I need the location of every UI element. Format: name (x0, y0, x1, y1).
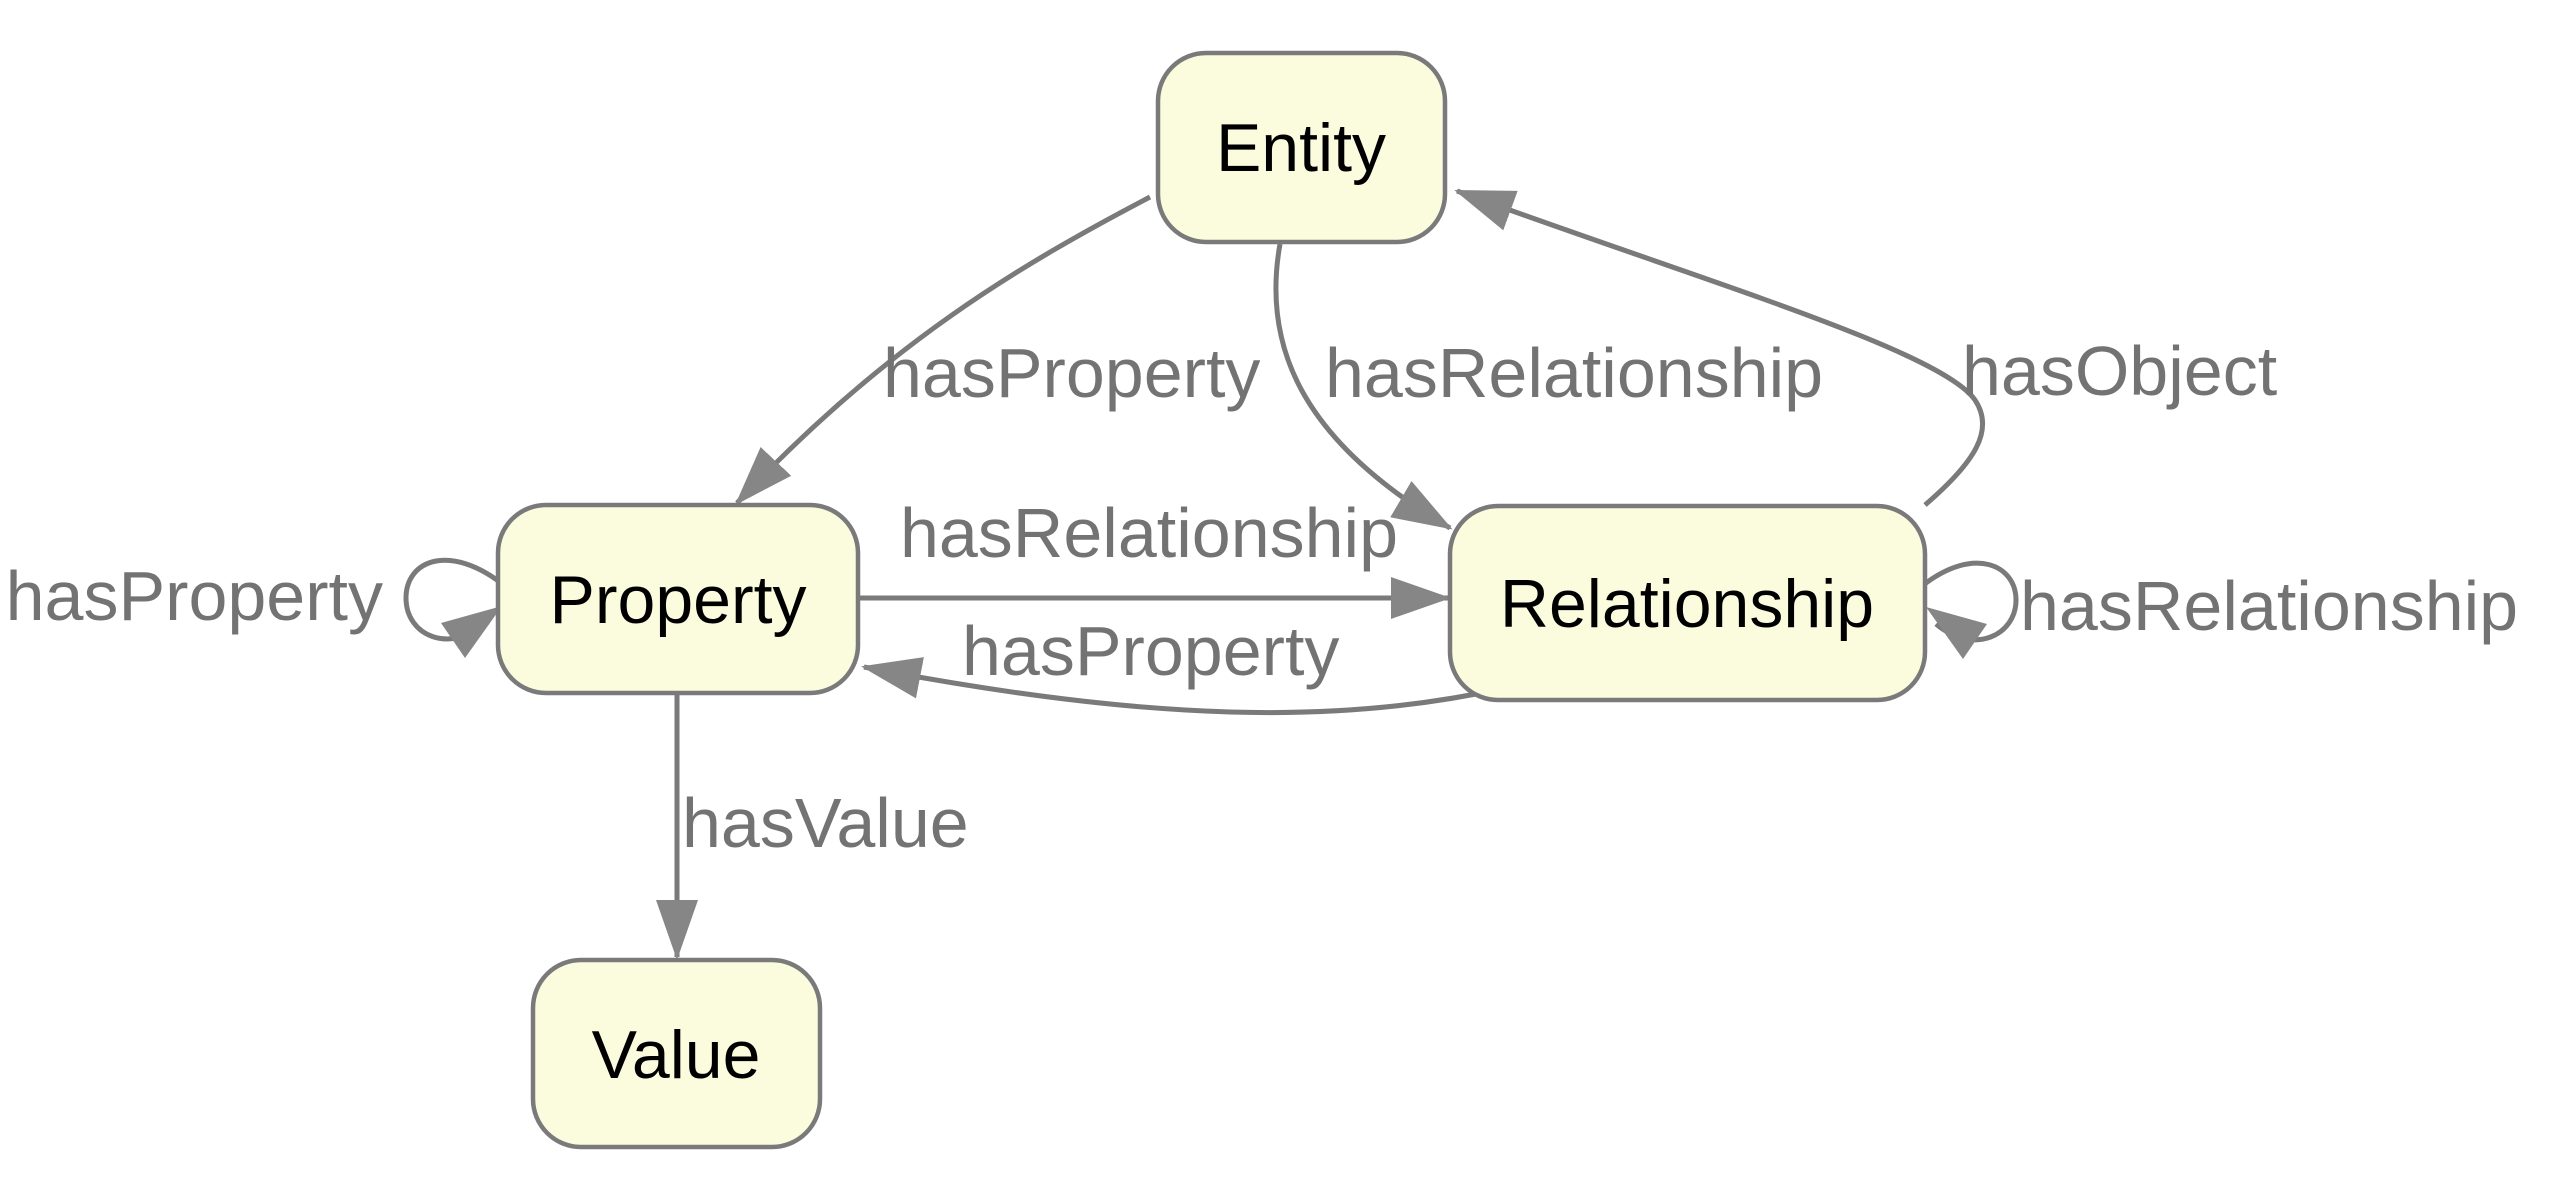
node-entity-label: Entity (1216, 110, 1386, 186)
edge-label-hasvalue: hasValue (682, 784, 969, 862)
edge-label-hasproperty-selfloop: hasProperty (6, 557, 383, 635)
edge-label-hasproperty-mid: hasProperty (962, 612, 1339, 690)
node-property[interactable]: Property (495, 502, 861, 696)
node-property-label: Property (550, 562, 807, 638)
node-value[interactable]: Value (530, 957, 823, 1150)
edge-label-hasrelationship-selfloop: hasRelationship (2020, 567, 2518, 645)
property-selfloop-arrowhead-icon (441, 606, 502, 658)
edge-label-hasproperty-top: hasProperty (883, 334, 1260, 412)
edge-entity-hasproperty-property (734, 194, 1152, 506)
edge-label-hasrelationship-mid: hasRelationship (900, 494, 1398, 572)
node-property-shape[interactable] (495, 502, 861, 696)
node-relationship-label: Relationship (1500, 566, 1874, 642)
node-relationship[interactable]: Relationship (1447, 503, 1928, 703)
edge-relationship-hasproperty-property (861, 657, 1506, 716)
node-value-label: Value (592, 1017, 761, 1093)
edge-label-hasrelationship-top: hasRelationship (1325, 334, 1823, 412)
edge-entity-hasrelationship-relationship (1273, 243, 1453, 531)
relationship-selfloop-arrowhead-icon (1926, 607, 1987, 659)
node-entity[interactable]: Entity (1155, 50, 1448, 245)
edge-label-hasobject: hasObject (1962, 332, 2277, 410)
edge-property-selfloop (403, 557, 507, 642)
node-value-shape[interactable] (530, 957, 823, 1150)
node-relationship-shape[interactable] (1447, 503, 1928, 703)
edge-relationship-hasobject-entity (1454, 188, 1986, 507)
node-entity-shape[interactable] (1155, 50, 1448, 245)
